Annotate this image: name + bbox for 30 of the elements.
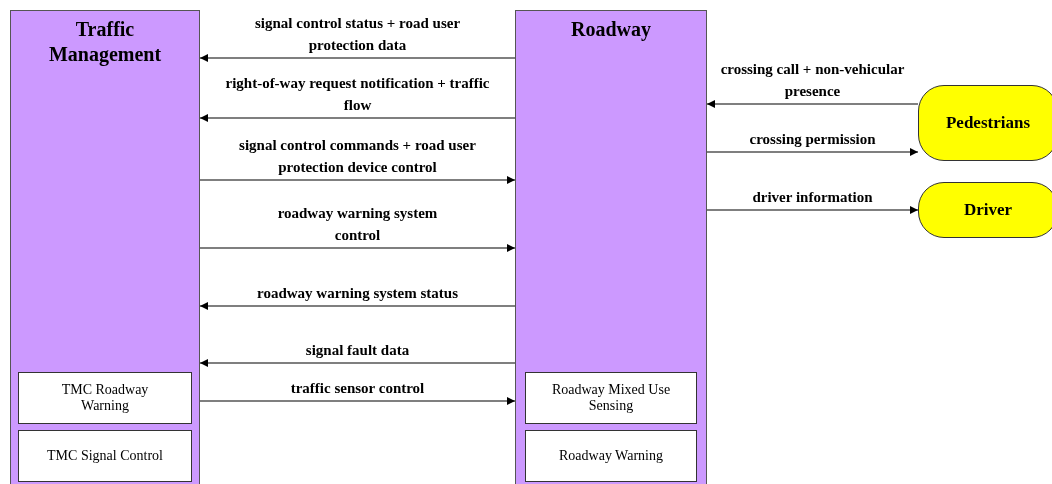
subsystem-box: TMC Roadway Warning bbox=[18, 372, 192, 424]
arrow bbox=[706, 206, 919, 214]
system-title: Roadway bbox=[570, 17, 652, 42]
terminator-box: Pedestrians bbox=[918, 85, 1052, 161]
edge-label: signal control status + road user protection data bbox=[253, 14, 462, 55]
edge-label: crossing permission bbox=[748, 130, 877, 149]
edge-label: traffic sensor control bbox=[289, 379, 426, 398]
arrow bbox=[706, 100, 919, 108]
arrow bbox=[199, 114, 516, 122]
system-box bbox=[10, 10, 200, 484]
edge-label: right-of-way request notification + traffic flow bbox=[224, 74, 491, 115]
terminator-box: Driver bbox=[918, 182, 1052, 238]
edge-label: roadway warning system status bbox=[256, 284, 459, 303]
arrow bbox=[199, 54, 516, 62]
system-title: Traffic Management bbox=[47, 17, 163, 67]
subsystem-box: Roadway Mixed Use Sensing bbox=[525, 372, 697, 424]
arrow bbox=[706, 148, 919, 156]
edge-label: signal control commands + road user protection device control bbox=[238, 136, 477, 177]
edge-label: driver information bbox=[751, 188, 874, 207]
arrow bbox=[199, 244, 516, 252]
edge-label: roadway warning system control bbox=[276, 204, 439, 245]
subsystem-box: TMC Signal Control bbox=[18, 430, 192, 482]
arrow bbox=[199, 302, 516, 310]
edge-label: crossing call + non-vehicular presence bbox=[719, 60, 906, 101]
arrow bbox=[199, 359, 516, 367]
edge-label: signal fault data bbox=[304, 341, 411, 360]
arrow bbox=[199, 176, 516, 184]
system-box bbox=[515, 10, 707, 484]
subsystem-box: Roadway Warning bbox=[525, 430, 697, 482]
arrow bbox=[199, 397, 516, 405]
